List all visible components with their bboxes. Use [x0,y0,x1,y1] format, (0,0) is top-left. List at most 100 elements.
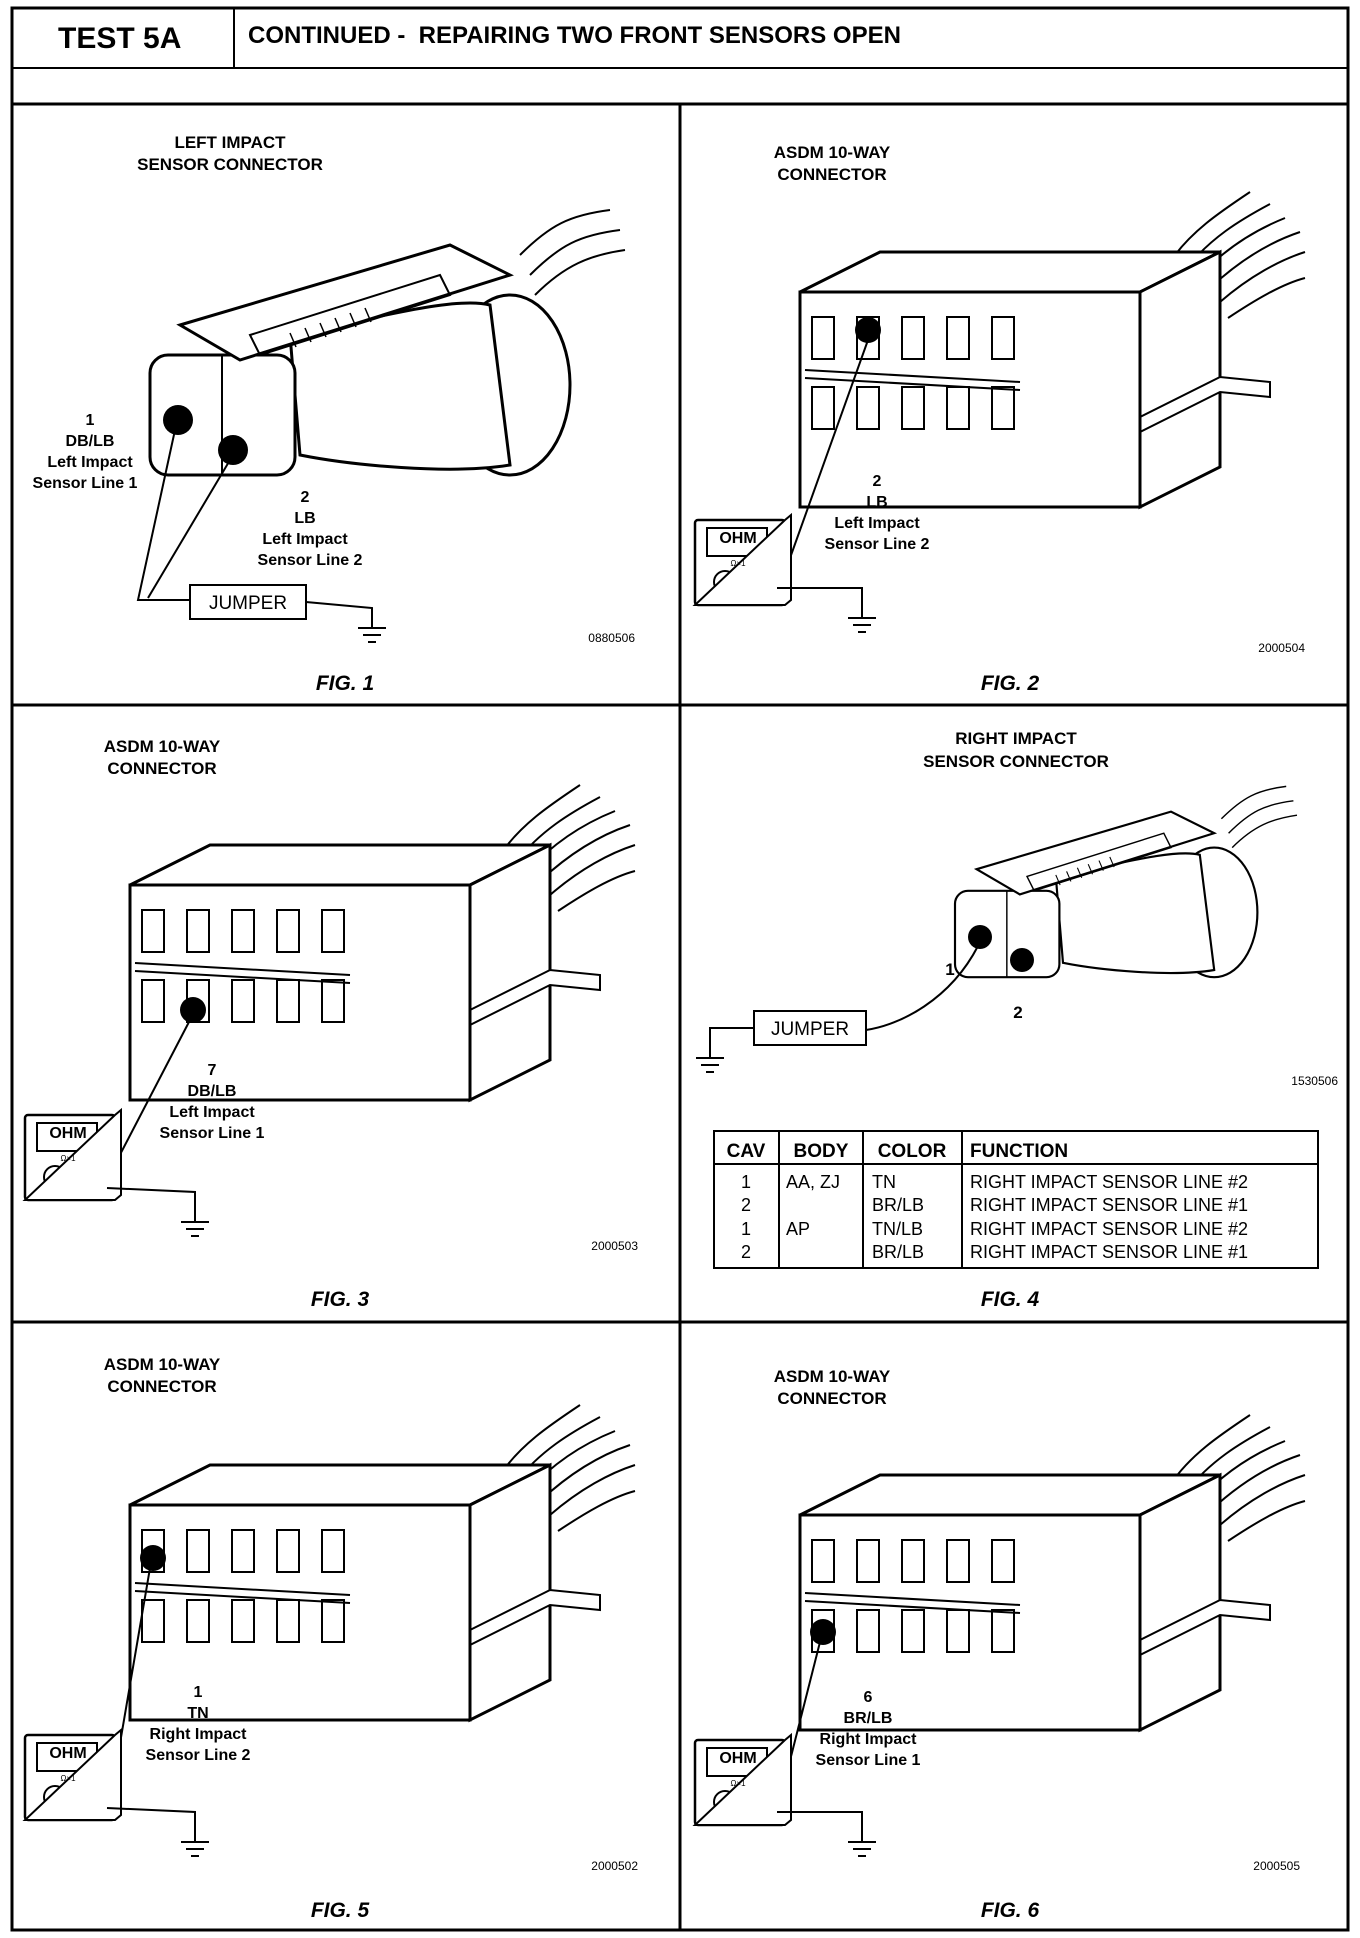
fig-2-ground-wire [777,587,863,618]
fig-2-caption-line-2: CONNECTOR [777,165,886,184]
table-row: 2 BR/LB RIGHT IMPACT SENSOR LINE #1 [741,1195,1248,1215]
fig-2-asdm-connector [798,190,1307,509]
fig-6-caption-line-1: ASDM 10-WAY [774,1367,891,1386]
right-impact-sensor-connector [953,785,1299,979]
fig-1-jumper-wire [136,429,190,601]
fig-5-pin-color: TN [187,1705,208,1722]
fig-1-cavity-1 [163,405,193,435]
fig-6-asdm-connector [798,1413,1307,1732]
fig-2-pin-number: 2 [873,473,882,490]
fig-1: LEFT IMPACT SENSOR CONNECTOR 1 DB/LB Lef… [33,133,636,695]
fig-6-caption-line-2: CONNECTOR [777,1389,886,1408]
fig-6: ASDM 10-WAY CONNECTOR 6 BR/LB Right Impa… [693,1367,1307,1922]
fig-6-meter-label: OHM [719,1750,756,1767]
table-cell-color: TN [872,1172,896,1192]
fig-2-code: 2000504 [1258,641,1305,655]
fig-2: ASDM 10-WAY CONNECTOR 2 LB Left Impact S… [693,143,1307,695]
fig-4-jumper-box [753,1010,867,1046]
fig-6-code: 2000505 [1253,1859,1300,1873]
fig-1-jumper-label: JUMPER [209,593,287,614]
fig-5-meter-range: Ω×1 [60,1774,76,1783]
fig-4: RIGHT IMPACT SENSOR CONNECTOR 1 2 JUMPER… [695,729,1338,1311]
table-cell-function: RIGHT IMPACT SENSOR LINE #2 [970,1172,1248,1192]
fig-6-ground-wire [777,1811,863,1842]
fig-5-code: 2000502 [591,1859,638,1873]
fig-4-label: FIG. 4 [981,1288,1040,1311]
fig-4-caption-line-1: RIGHT IMPACT [955,729,1077,748]
table-cell-body: AP [786,1219,810,1239]
cavity-table: CAV BODY COLOR FUNCTION 1 AA, ZJ TN RIGH… [713,1130,1319,1269]
table-header-cav: CAV [727,1141,766,1162]
fig-3-pin-number: 7 [208,1062,217,1079]
table-cell-body: AA, ZJ [786,1172,840,1192]
fig-2-probe-wire [784,339,869,573]
fig-2-meter-range: Ω×1 [730,559,746,568]
fig-1-caption-line-1: LEFT IMPACT [174,133,286,152]
fig-1-pin-1-number: 1 [86,412,95,429]
table-row: 1 AA, ZJ TN RIGHT IMPACT SENSOR LINE #2 [741,1172,1248,1192]
fig-3-caption-line-1: ASDM 10-WAY [104,737,221,756]
fig-1-cavity-2 [218,435,248,465]
fig-2-ground-symbol [847,617,877,633]
fig-6-pin-number: 6 [864,1689,873,1706]
fig-1-jumper-wire-2 [147,459,231,599]
fig-4-ground-wire [709,1027,754,1058]
fig-2-caption-line-1: ASDM 10-WAY [774,143,891,162]
fig-1-jumper-box [189,584,307,620]
fig-4-caption-line-2: SENSOR CONNECTOR [923,752,1109,771]
table-cell-function: RIGHT IMPACT SENSOR LINE #2 [970,1219,1248,1239]
fig-1-label: FIG. 1 [316,672,374,695]
table-cell-function: RIGHT IMPACT SENSOR LINE #1 [970,1195,1248,1215]
fig-3-pin-desc-2: Sensor Line 1 [160,1125,265,1142]
fig-5-ground-wire [106,1807,196,1842]
fig-3-pin-desc-1: Left Impact [169,1104,255,1121]
fig-4-jumper-label: JUMPER [771,1019,849,1040]
table-header-color: COLOR [878,1141,947,1162]
table-cell-function: RIGHT IMPACT SENSOR LINE #1 [970,1242,1248,1262]
test-id: TEST 5A [58,22,181,55]
fig-5-asdm-connector [128,1403,637,1722]
fig-1-ground-symbol [357,627,387,643]
fig-3-probe-wire [111,1019,191,1171]
fig-5-pin-desc-2: Sensor Line 2 [146,1747,251,1764]
fig-6-probe-cavity-6 [810,1619,836,1645]
table-cell-color: BR/LB [872,1195,924,1215]
fig-1-pin-1-desc-1: Left Impact [47,454,133,471]
fig-1-pin-2-number: 2 [301,489,310,506]
table-header-function: FUNCTION [970,1141,1068,1162]
fig-4-cavity-1 [968,925,992,949]
fig-4-cavity-2 [1010,948,1034,972]
fig-6-pin-desc-1: Right Impact [820,1731,918,1748]
fig-4-jumper-wire [865,945,979,1031]
page-title: CONTINUED - REPAIRING TWO FRONT SENSORS … [248,22,901,49]
fig-1-pin-1-color: DB/LB [66,433,115,450]
table-cell-color: TN/LB [872,1219,923,1239]
fig-3-meter-label: OHM [49,1125,86,1142]
fig-2-meter-label: OHM [719,530,756,547]
fig-3-code: 2000503 [591,1239,638,1253]
fig-2-label: FIG. 2 [981,672,1040,695]
fig-5-pin-desc-1: Right Impact [150,1726,248,1743]
fig-3: ASDM 10-WAY CONNECTOR 7 DB/LB Left Impac… [23,737,638,1311]
fig-3-caption-line-2: CONNECTOR [107,759,216,778]
fig-5-pin-number: 1 [194,1684,203,1701]
table-header-body: BODY [794,1141,849,1162]
fig-6-ground-symbol [847,1841,877,1857]
fig-6-pin-desc-2: Sensor Line 1 [816,1752,921,1769]
fig-6-label: FIG. 6 [981,1899,1040,1922]
fig-6-pin-color: BR/LB [844,1710,893,1727]
fig-3-probe-cavity-7 [180,997,206,1023]
fig-5-probe-cavity-1 [140,1545,166,1571]
fig-2-probe-cavity-2 [855,317,881,343]
fig-3-pin-color: DB/LB [188,1083,237,1100]
fig-4-ground-symbol [695,1057,725,1073]
fig-4-pin-2: 2 [1013,1003,1022,1022]
fig-1-pin-1-desc-2: Sensor Line 1 [33,475,138,492]
fig-5-label: FIG. 5 [311,1899,370,1922]
table-cell-cav: 1 [741,1219,751,1239]
fig-5-caption-line-2: CONNECTOR [107,1377,216,1396]
fig-5: ASDM 10-WAY CONNECTOR 1 TN Right Impact … [23,1355,638,1922]
fig-3-ground-wire [106,1187,196,1222]
fig-4-code: 1530506 [1291,1074,1338,1088]
